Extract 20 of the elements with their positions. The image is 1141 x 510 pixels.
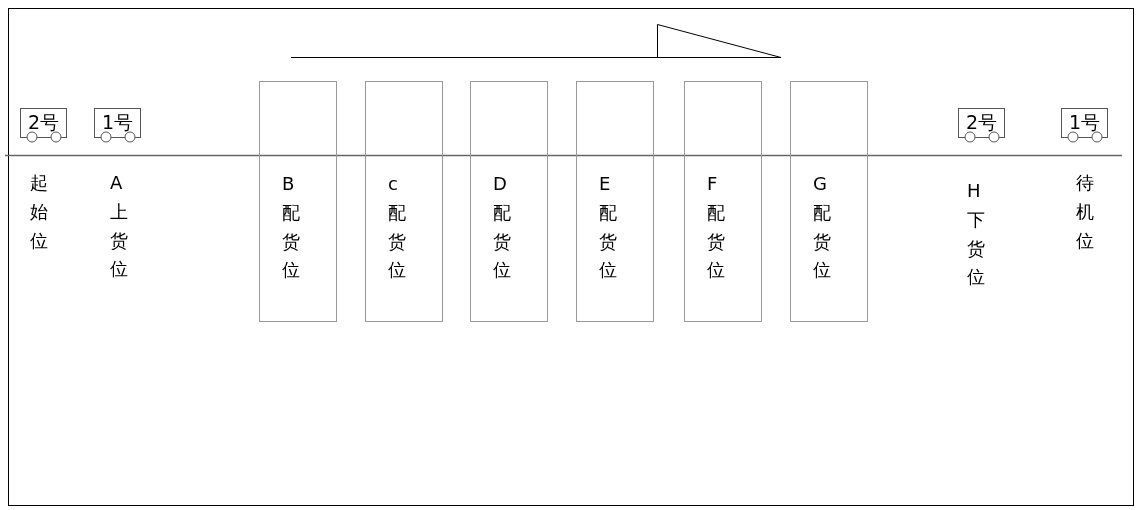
station-box (365, 81, 443, 322)
station-box (470, 81, 548, 322)
station-label: F配货位 (707, 172, 725, 283)
cart-number: 2号 (26, 111, 61, 133)
cart-number: 1号 (100, 111, 135, 133)
station-label: c配货位 (388, 172, 406, 283)
station-label: D配货位 (493, 172, 511, 283)
cart-number: 2号 (964, 111, 999, 133)
station-label: B配货位 (282, 172, 300, 283)
position-label: A上货位 (110, 171, 128, 282)
station-box (790, 81, 868, 322)
station-box (259, 81, 337, 322)
station-box (576, 81, 654, 322)
position-label: H下货位 (967, 179, 985, 290)
station-box (684, 81, 762, 322)
cart-number: 1号 (1067, 111, 1102, 133)
position-label: 起始位 (30, 171, 48, 253)
station-label: E配货位 (599, 172, 617, 283)
station-label: G配货位 (813, 172, 831, 283)
position-label: 待机位 (1076, 171, 1094, 253)
